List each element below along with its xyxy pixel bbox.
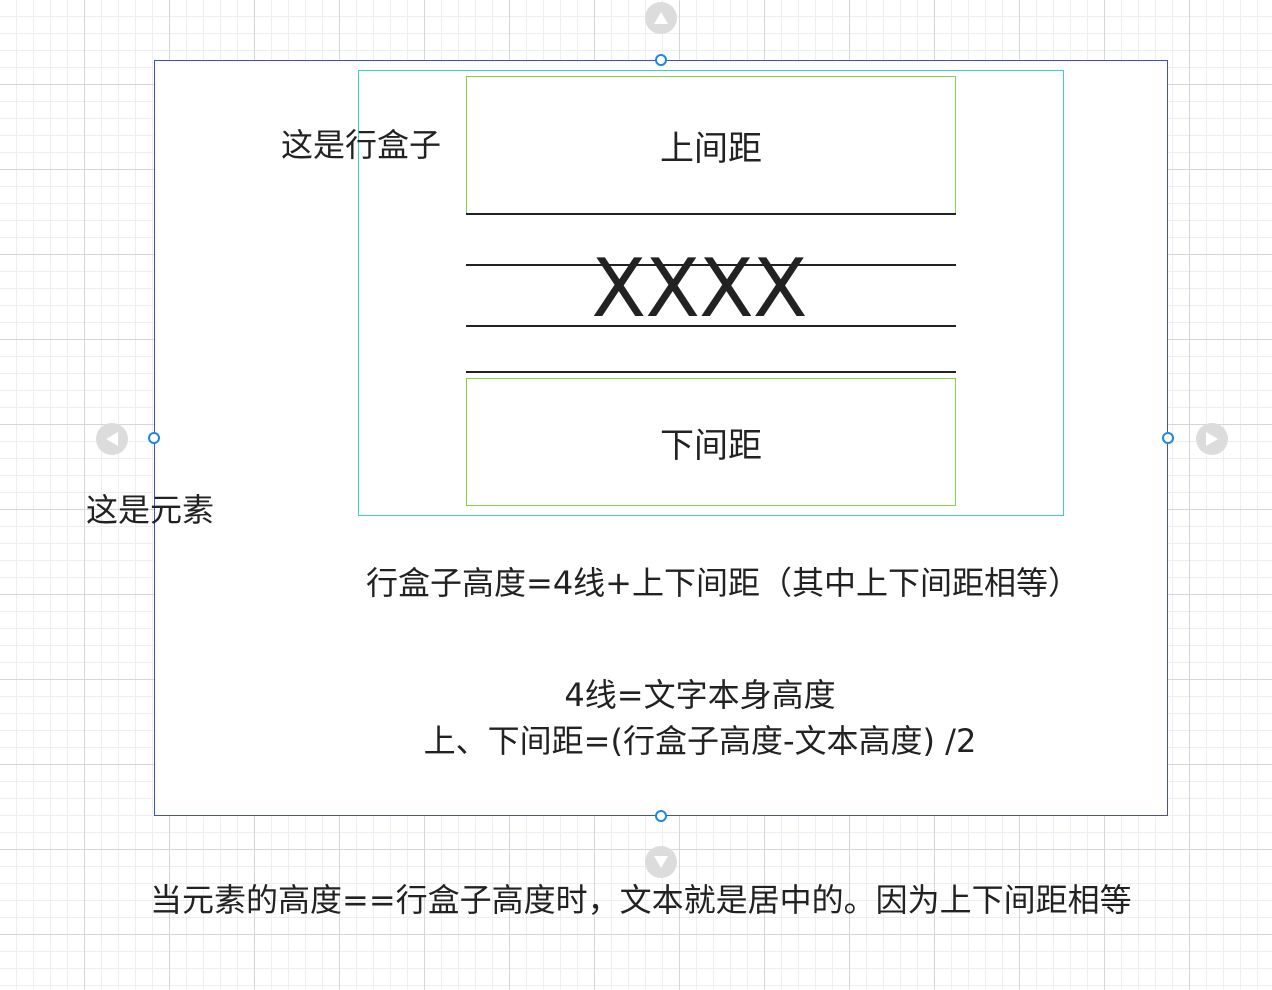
resize-handle-right[interactable]	[1162, 432, 1174, 444]
formula-spacing: 上、下间距=(行盒子高度-文本高度) /2	[423, 722, 977, 760]
line-ascender	[466, 264, 956, 266]
arrow-left-icon[interactable]	[96, 423, 128, 455]
bottom-spacing-box[interactable]: 下间距	[466, 378, 956, 506]
line-top	[466, 213, 956, 215]
element-label: 这是元素	[86, 491, 215, 529]
line-box[interactable]	[358, 70, 1064, 516]
top-spacing-label: 上间距	[660, 128, 762, 169]
element-box[interactable]	[154, 60, 1168, 816]
arrow-down-icon[interactable]	[645, 846, 677, 878]
bottom-spacing-label: 下间距	[660, 425, 762, 466]
sample-text: XXXX	[591, 242, 807, 335]
resize-handle-left[interactable]	[148, 432, 160, 444]
formula-four-lines: 4线=文字本身高度	[564, 676, 836, 714]
top-spacing-box[interactable]: 上间距	[466, 76, 956, 214]
conclusion-text: 当元素的高度==行盒子高度时，文本就是居中的。因为上下间距相等	[150, 881, 1132, 919]
line-box-label: 这是行盒子	[281, 126, 442, 164]
resize-handle-top[interactable]	[655, 54, 667, 66]
arrow-up-icon[interactable]	[645, 2, 677, 34]
arrow-right-icon[interactable]	[1196, 423, 1228, 455]
line-baseline	[466, 325, 956, 327]
resize-handle-bottom[interactable]	[655, 810, 667, 822]
line-bottom	[466, 371, 956, 373]
formula-line-box: 行盒子高度=4线+上下间距（其中上下间距相等）	[366, 564, 1080, 602]
